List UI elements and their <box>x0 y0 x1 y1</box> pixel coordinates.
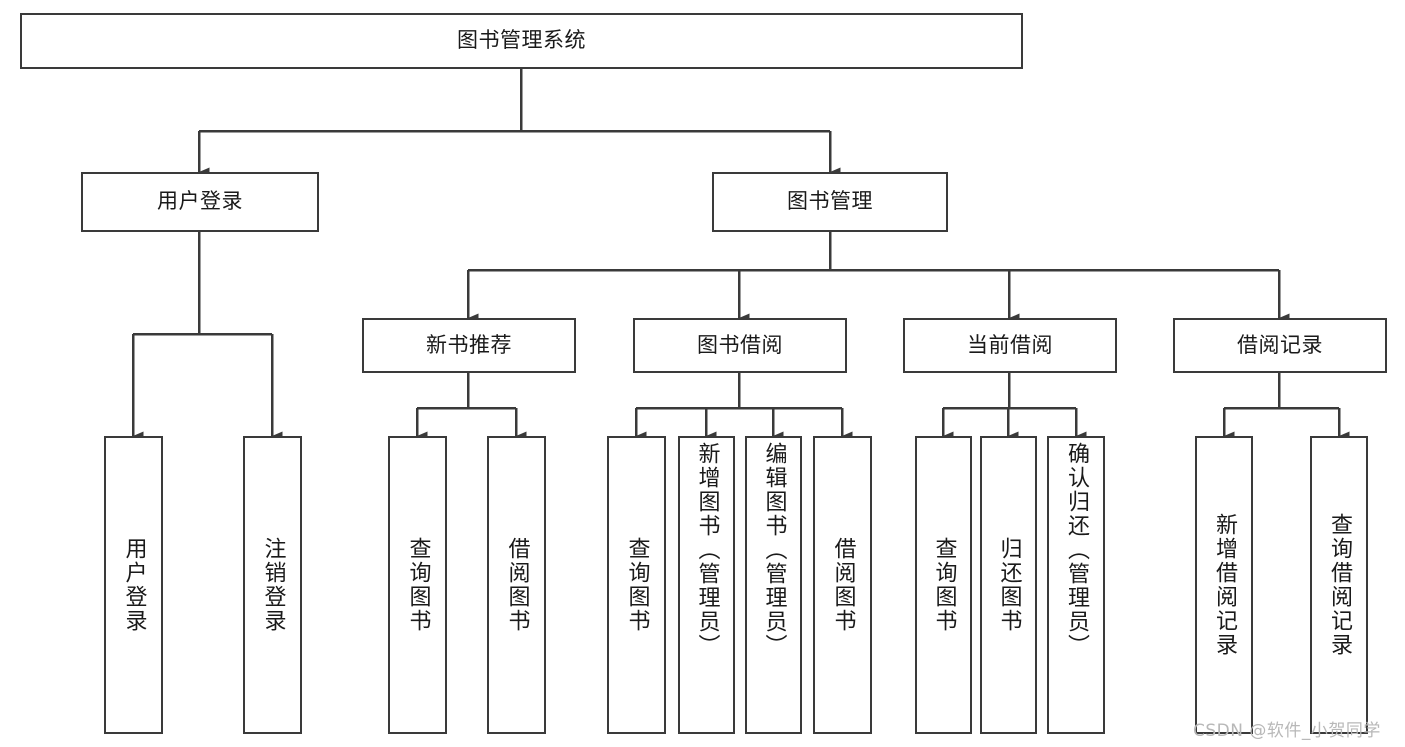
node-label: 查询图书 <box>624 537 650 633</box>
node-label: 确认归还（管理员） <box>1064 442 1089 658</box>
node-leaf-query-book-1[interactable]: 查询图书 <box>388 436 447 734</box>
node-label: 注销登录 <box>260 537 286 633</box>
node-label: 新增图书（管理员） <box>694 442 720 658</box>
node-leaf-user-logout[interactable]: 注销登录 <box>243 436 302 734</box>
node-leaf-borrow-book-1[interactable]: 借阅图书 <box>487 436 546 734</box>
node-label: 用户登录 <box>121 537 147 633</box>
node-leaf-add-record[interactable]: 新增借阅记录 <box>1195 436 1253 734</box>
node-label: 用户登录 <box>157 189 243 214</box>
node-label: 编辑图书（管理员） <box>761 442 787 658</box>
node-book-manage[interactable]: 图书管理 <box>712 172 948 232</box>
node-label: 图书管理系统 <box>457 28 586 53</box>
node-label: 查询图书 <box>405 537 431 633</box>
node-borrow-record[interactable]: 借阅记录 <box>1173 318 1387 373</box>
node-label: 借阅图书 <box>830 537 856 633</box>
node-label: 新增借阅记录 <box>1212 513 1237 657</box>
connector-lines <box>131 69 1350 441</box>
node-leaf-return-book[interactable]: 归还图书 <box>980 436 1037 734</box>
node-leaf-confirm-return[interactable]: 确认归还（管理员） <box>1047 436 1105 734</box>
node-leaf-edit-book[interactable]: 编辑图书（管理员） <box>745 436 802 734</box>
node-book-borrow[interactable]: 图书借阅 <box>633 318 847 373</box>
node-new-book-rec[interactable]: 新书推荐 <box>362 318 576 373</box>
node-label: 当前借阅 <box>967 332 1053 357</box>
node-leaf-add-book[interactable]: 新增图书（管理员） <box>678 436 735 734</box>
node-label: 图书借阅 <box>697 332 783 357</box>
node-label: 借阅记录 <box>1237 332 1323 357</box>
node-leaf-user-login[interactable]: 用户登录 <box>104 436 163 734</box>
node-leaf-borrow-book-2[interactable]: 借阅图书 <box>813 436 872 734</box>
node-leaf-query-record[interactable]: 查询借阅记录 <box>1310 436 1368 734</box>
node-label: 归还图书 <box>996 537 1022 633</box>
node-label: 查询图书 <box>931 537 957 633</box>
node-leaf-query-book-3[interactable]: 查询图书 <box>915 436 972 734</box>
node-user-login[interactable]: 用户登录 <box>81 172 319 232</box>
node-label: 借阅图书 <box>504 537 530 633</box>
node-label: 新书推荐 <box>426 332 512 357</box>
node-current-borrow[interactable]: 当前借阅 <box>903 318 1117 373</box>
node-label: 图书管理 <box>787 189 873 214</box>
node-leaf-query-book-2[interactable]: 查询图书 <box>607 436 666 734</box>
node-root[interactable]: 图书管理系统 <box>20 13 1023 69</box>
csdn-watermark: CSDN @软件_小贺同学 <box>1193 721 1381 741</box>
node-label: 查询借阅记录 <box>1327 513 1352 657</box>
